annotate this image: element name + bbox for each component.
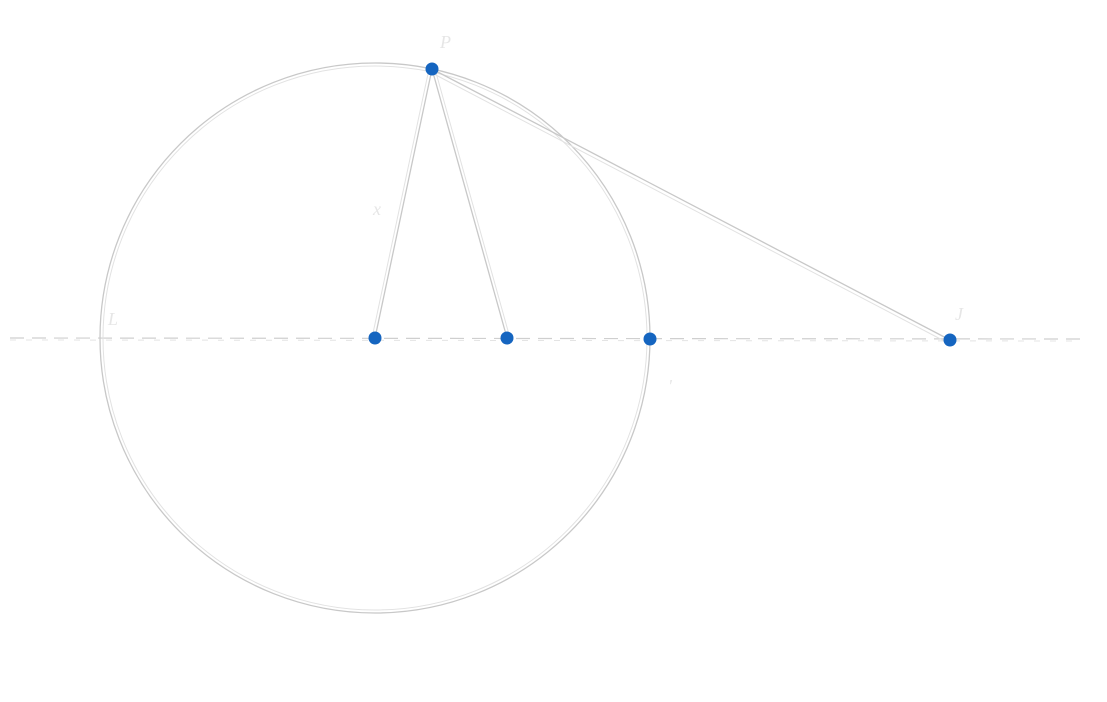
segment-top-to-right [431, 68, 951, 341]
point-far-right [943, 333, 957, 347]
point-circle-right [643, 332, 657, 346]
label-left-point: L [107, 309, 118, 329]
label-top-point: P [439, 32, 451, 52]
point-center [368, 331, 382, 345]
label-segment-mark: x [372, 199, 381, 219]
segment-top-to-center [374, 68, 433, 339]
horizontal-axis-line-shadow [9, 339, 1081, 342]
point-inner [500, 331, 514, 345]
segment-top-to-center-outline [371, 68, 430, 339]
horizontal-axis-line [9, 337, 1081, 340]
label-tick-mark: ' [668, 376, 673, 396]
segment-top-to-inner [431, 68, 508, 339]
label-right-point: J [955, 304, 964, 324]
segment-top-to-right-outline [431, 72, 951, 345]
segment-top-to-inner-outline [434, 68, 511, 339]
point-top [425, 62, 439, 76]
